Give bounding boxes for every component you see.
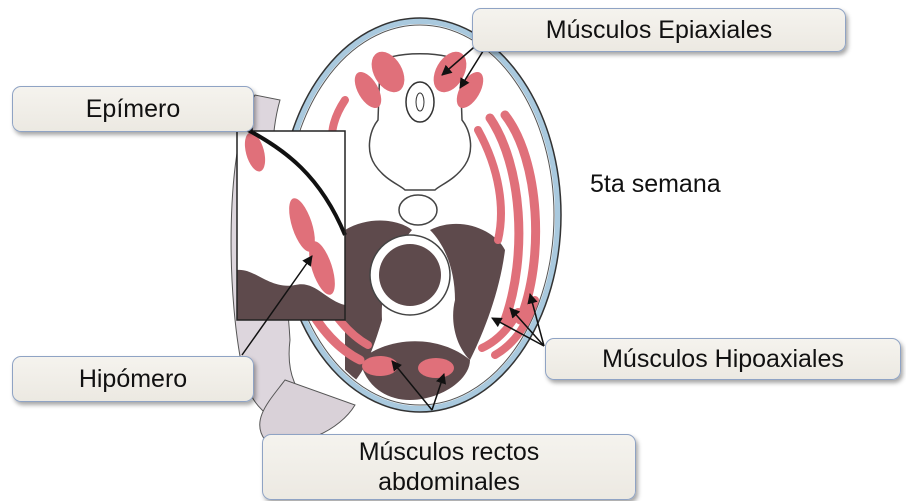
label-musculos-rectos-abdominales: Músculos rectos abdominales: [262, 434, 636, 500]
label-musculos-hipoaxiales: Músculos Hipoaxiales: [545, 338, 901, 380]
label-hipomero-text: Hipómero: [79, 364, 187, 394]
label-epimero-text: Epímero: [86, 94, 180, 124]
label-5ta-semana: 5ta semana: [590, 170, 721, 199]
label-musculos-epiaxiales: Músculos Epiaxiales: [472, 8, 846, 52]
label-musculos-hipoaxiales-text: Músculos Hipoaxiales: [602, 344, 844, 374]
label-rectos-line2: abdominales: [378, 467, 520, 497]
label-rectos-line1: Músculos rectos: [359, 437, 540, 467]
label-musculos-epiaxiales-text: Músculos Epiaxiales: [546, 15, 773, 45]
rectus-muscle-right: [418, 358, 454, 378]
gut-lumen: [379, 244, 441, 306]
neural-tube: [406, 82, 434, 122]
label-hipomero: Hipómero: [12, 356, 254, 402]
rectus-muscle-left: [362, 356, 398, 376]
vertebral-body: [399, 195, 437, 225]
label-epimero: Epímero: [12, 86, 254, 132]
